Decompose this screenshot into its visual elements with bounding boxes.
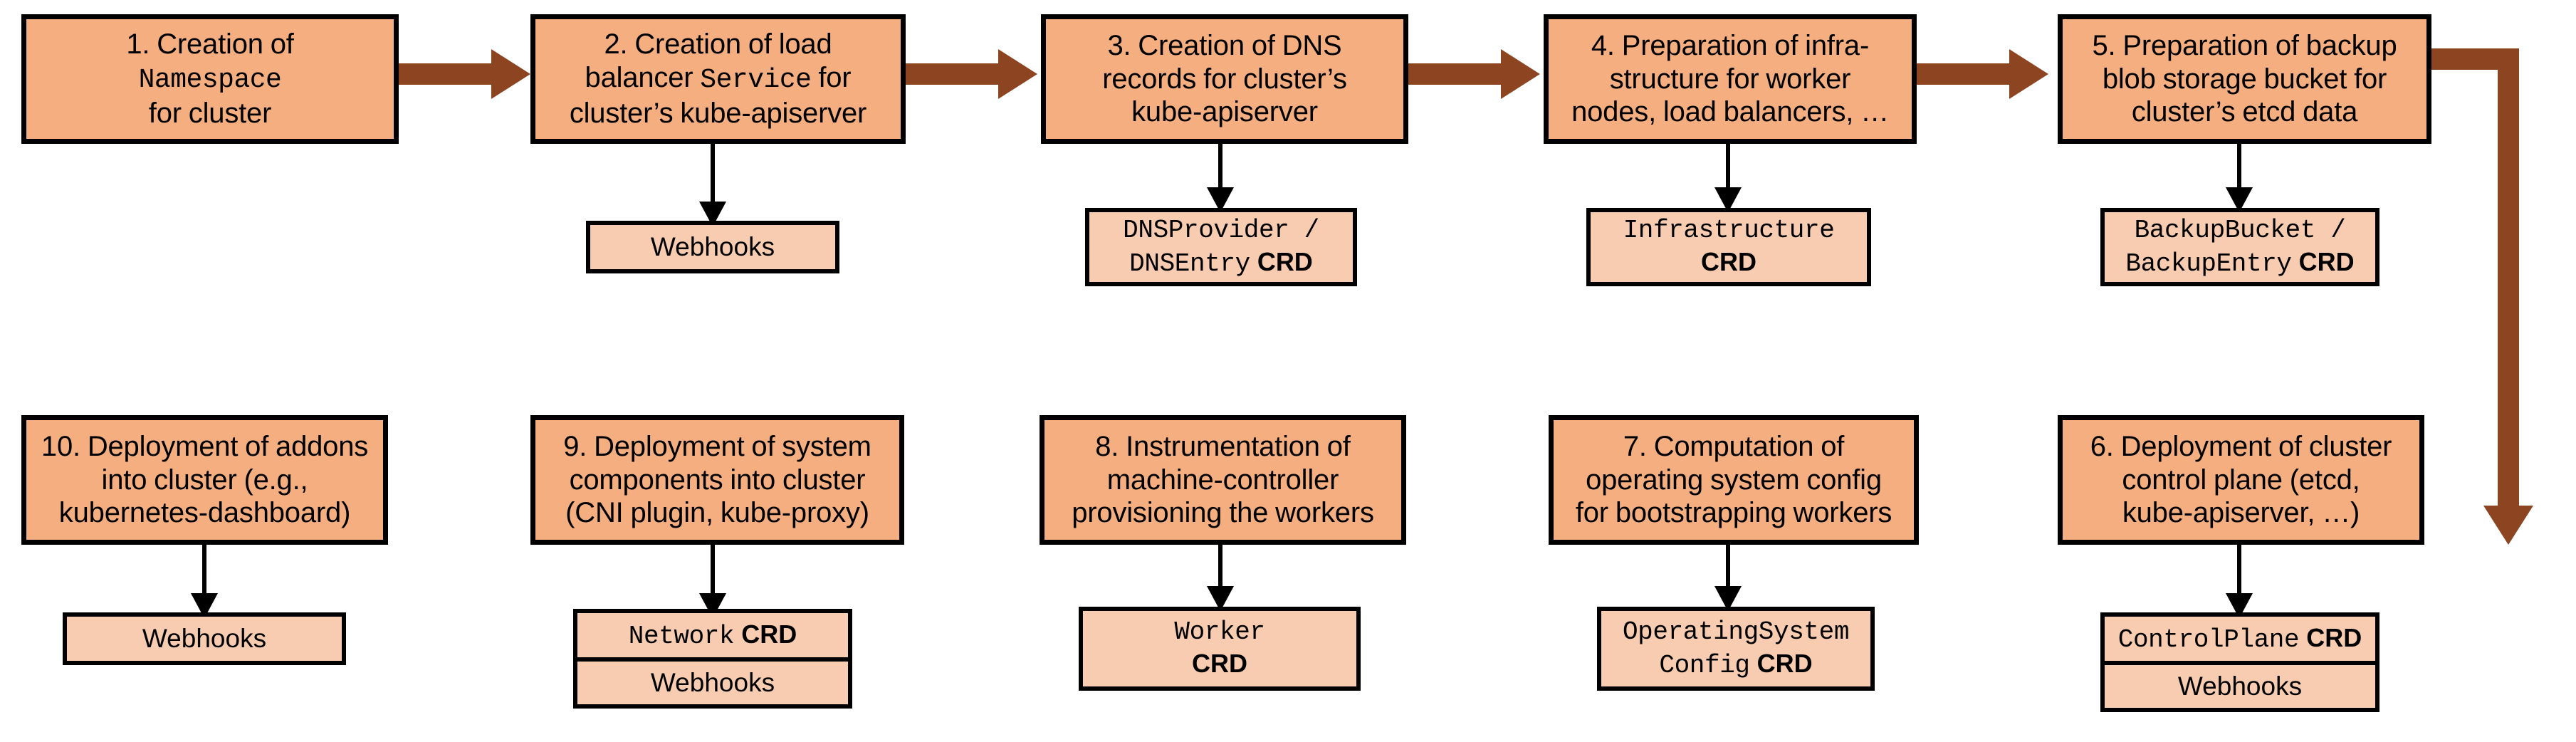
artifact-3-row-crd: DNSProvider /DNSEntry CRD: [1089, 212, 1353, 282]
artifact-6-row-0-label: ControlPlane CRD: [2117, 622, 2362, 654]
arrow-step4-to-step5: [1917, 49, 2048, 99]
arrowhead-step8: [1206, 586, 1235, 612]
arrowhead-step3: [1206, 187, 1235, 213]
arrowhead-step2: [698, 202, 727, 227]
artifact-2-row-0-label: Webhooks: [650, 231, 775, 261]
artifact-2-row-webhooks: Webhooks: [590, 225, 835, 269]
artifact-5-row-0-label: BackupBucket /BackupEntry CRD: [2125, 216, 2355, 278]
artifact-box-9-crd-webhooks[interactable]: Network CRD Webhooks: [573, 609, 852, 709]
arrowhead-step7: [1714, 586, 1742, 612]
artifact-10-row-webhooks: Webhooks: [67, 617, 342, 661]
artifact-box-5-crd[interactable]: BackupBucket /BackupEntry CRD: [2100, 208, 2379, 286]
artifact-6-row-webhooks: Webhooks: [2105, 660, 2375, 708]
artifact-5-row-crd: BackupBucket /BackupEntry CRD: [2105, 212, 2375, 282]
step-4-label: 4. Preparation of infra-structure for wo…: [1571, 29, 1889, 128]
arrow-step3-to-step4: [1408, 49, 1540, 99]
artifact-box-6-crd-webhooks[interactable]: ControlPlane CRD Webhooks: [2100, 612, 2379, 712]
artifact-9-row-webhooks: Webhooks: [577, 657, 848, 704]
artifact-box-3-crd[interactable]: DNSProvider /DNSEntry CRD: [1085, 208, 1357, 286]
arrow-step1-to-step2: [399, 49, 530, 99]
arrowhead-step10: [190, 593, 219, 619]
artifact-10-row-0-label: Webhooks: [142, 623, 267, 653]
artifact-9-row-1-label: Webhooks: [650, 667, 775, 697]
artifact-9-row-0-label: Network CRD: [628, 619, 797, 651]
artifact-9-row-crd: Network CRD: [577, 613, 848, 657]
arrowhead-step5: [2225, 187, 2253, 213]
arrow-step2-to-step3: [906, 49, 1037, 99]
arrow-step5-to-step6: [2431, 48, 2533, 545]
artifact-box-10-webhooks[interactable]: Webhooks: [63, 612, 346, 665]
artifact-6-row-1-label: Webhooks: [2177, 671, 2303, 701]
artifact-6-row-crd: ControlPlane CRD: [2105, 617, 2375, 661]
arrowhead-step6: [2225, 593, 2253, 619]
step-box-4[interactable]: 4. Preparation of infra-structure for wo…: [1544, 14, 1917, 144]
arrowhead-step4: [1714, 187, 1742, 213]
artifact-3-row-0-label: DNSProvider /DNSEntry CRD: [1123, 216, 1319, 278]
artifact-box-2-webhooks[interactable]: Webhooks: [586, 221, 839, 273]
